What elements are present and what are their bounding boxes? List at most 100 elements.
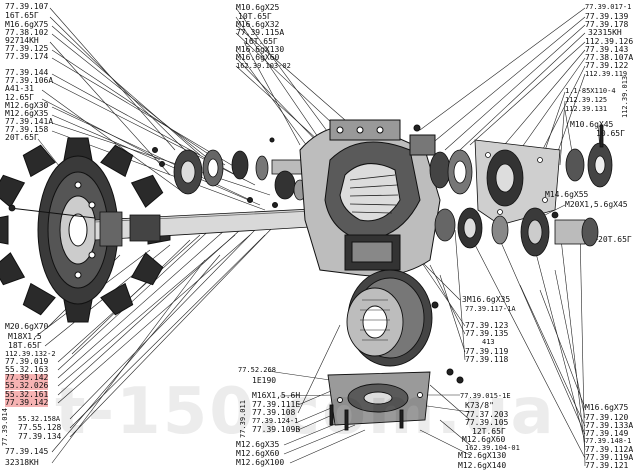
- part-label: M12.6gX30: [5, 101, 49, 110]
- part-label: 77.39.123: [465, 321, 509, 330]
- part-label: 112.39.132-2: [5, 350, 56, 358]
- final-drive-housing: [299, 119, 441, 277]
- part-label: 77.39.115A: [236, 28, 285, 37]
- part-label: 112.39.125: [565, 96, 608, 104]
- part-label: 77.39.117-1A: [465, 305, 516, 313]
- part-label: 77.39.135: [465, 329, 509, 338]
- part-label: 77.39.145: [5, 447, 49, 456]
- part-label: M16X1,5.6H: [252, 391, 301, 400]
- part-label: 77.39.143: [585, 45, 629, 54]
- part-label: 77.39.133A: [585, 421, 634, 430]
- part-label: 77.39.149: [585, 429, 629, 438]
- part-label: 77.39.109B: [252, 425, 301, 434]
- part-label: 77.39.015-1E: [460, 392, 511, 400]
- part-label: 12.65Г: [5, 93, 34, 102]
- part-label: 77.39.174: [5, 52, 49, 61]
- part-label: 1E190: [252, 376, 277, 385]
- lower-gear-assembly: [327, 269, 433, 431]
- part-label: 18T.65Г: [8, 341, 42, 350]
- part-label: M12.6gX100: [236, 458, 285, 467]
- part-label: 77.39.120: [585, 413, 629, 422]
- part-label: 77.38.107A: [585, 53, 634, 62]
- part-label: M14.6gX55: [545, 190, 589, 199]
- part-label: M10.6gX45: [570, 120, 614, 129]
- part-label: 77.39.108: [252, 408, 296, 417]
- part-label: 16T.65Г: [244, 37, 278, 46]
- part-label: 112.39.119: [585, 70, 628, 78]
- part-label: 77.39.178: [585, 20, 629, 29]
- part-label: 77.39.158: [5, 125, 49, 134]
- part-label: M16.6gX32: [236, 20, 280, 29]
- part-label: 92714KH: [5, 36, 39, 45]
- part-label: M20.6gX70: [5, 322, 49, 331]
- part-label-highlighted: 77.39.142: [5, 373, 49, 382]
- part-label: 77.39.112A: [585, 445, 634, 454]
- part-label-highlighted: 77.39.142: [5, 398, 49, 407]
- part-label: M12.6gX35: [236, 440, 280, 449]
- part-label: 112.39.131: [565, 105, 608, 113]
- part-label: K73/8": [465, 401, 494, 410]
- part-label: M12.6gX140: [458, 461, 507, 470]
- part-label: M16.6gX75: [5, 20, 49, 29]
- right-bearing-stack: [429, 124, 613, 226]
- part-label: 77.39.121: [585, 461, 629, 470]
- part-label: M10.6gX25: [236, 3, 280, 12]
- upper-bearings: [173, 149, 313, 201]
- part-label: 16T.65Г: [5, 11, 39, 20]
- part-label: 162.39.104-01: [465, 444, 520, 452]
- part-label: 12T.65Г: [472, 427, 506, 436]
- part-label: 1.1-85X110-4: [565, 87, 616, 95]
- part-label: 77.39.105: [465, 418, 509, 427]
- part-label: 77.38.102: [5, 28, 49, 37]
- part-label: 77.39.106A: [5, 76, 54, 85]
- part-label: 32318KH: [5, 458, 39, 467]
- part-label: 77.39.148-1: [585, 437, 632, 445]
- part-label: M18X1,5: [8, 332, 42, 341]
- part-label: 20T.65Г: [5, 133, 39, 142]
- part-label: 77.39.134: [18, 432, 62, 441]
- assembly-number-vertical: 112.39.013: [621, 75, 629, 118]
- part-label: M12.6gX130: [458, 451, 507, 460]
- part-label: 77.39.107: [5, 2, 49, 11]
- part-label: M16.6gX75: [585, 403, 629, 412]
- part-label: 10.65Г: [596, 129, 625, 138]
- part-label: 20T.65Г: [598, 235, 632, 244]
- part-label: 55.32.158A: [18, 415, 61, 423]
- part-label: 77.55.128: [18, 423, 62, 432]
- part-label: 77.39.125: [5, 44, 49, 53]
- part-label: 77.39.017-1: [585, 3, 632, 11]
- drive-sprocket: [0, 137, 171, 323]
- part-label: M12.6gX35: [5, 109, 49, 118]
- part-label: 112.39.126: [585, 37, 634, 46]
- part-label: M16.6gX60: [236, 53, 280, 62]
- part-label: 3M16.6gX35: [462, 295, 511, 304]
- assembly-number-vertical: 77.39.014: [1, 408, 9, 446]
- part-label: 55.32.163: [5, 365, 49, 374]
- part-label: 77.52.268: [238, 366, 276, 374]
- part-label: 77.39.119: [465, 347, 509, 356]
- watermark: t-150.com.ua: [55, 375, 556, 449]
- part-label: 77.39.119A: [585, 453, 634, 462]
- part-label: 77.39.124-1: [252, 417, 299, 425]
- part-label: M12.6gX60: [462, 435, 506, 444]
- part-label: A41-31: [5, 84, 34, 93]
- part-label: 77.39.122: [585, 61, 629, 70]
- part-label-highlighted: 55.32.161: [5, 390, 49, 399]
- part-label-highlighted: 55.32.026: [5, 381, 49, 390]
- part-label: 32315KH: [588, 28, 622, 37]
- part-label: 413: [482, 338, 495, 346]
- fasteners: [152, 124, 464, 384]
- part-label: 77.37.203: [465, 410, 509, 419]
- part-label: 77.39.144: [5, 68, 49, 77]
- part-label: 10T.65Г: [238, 12, 272, 21]
- part-label: M16.6gX130: [236, 45, 285, 54]
- part-label: M12.6gX60: [236, 449, 280, 458]
- part-label: 77.39.139: [585, 12, 629, 21]
- part-label: 77.39.019: [5, 357, 49, 366]
- part-label: 77.39.141A: [5, 117, 54, 126]
- part-label: 77.39.118: [465, 355, 509, 364]
- lower-right-hub: [434, 207, 599, 257]
- part-label: 162.39.103-02: [236, 62, 291, 70]
